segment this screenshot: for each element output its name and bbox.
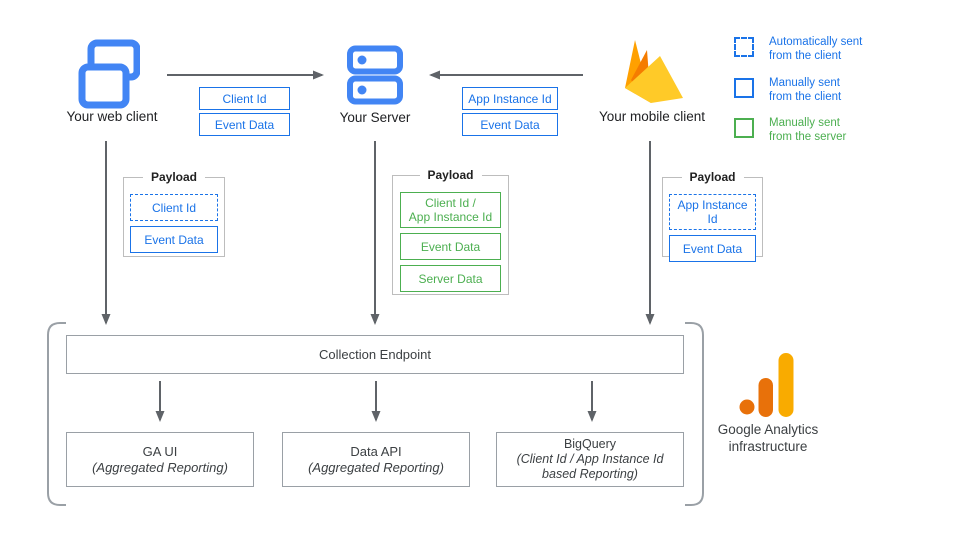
bigquery-title: BigQuery <box>563 437 617 451</box>
payload-item-client-or-app-instance-id: Client Id / App Instance Id <box>400 192 501 228</box>
web-client-label: Your web client <box>66 109 158 124</box>
payload-title: Payload <box>419 168 482 182</box>
edge-label-client-id: Client Id <box>199 87 290 110</box>
bigquery-box: BigQuery (Client Id / App Instance Id ba… <box>496 432 684 487</box>
payload-title: Payload <box>142 170 206 184</box>
firebase-mobile-icon <box>625 40 683 103</box>
payload-item-event-data: Event Data <box>669 235 756 262</box>
payload-item-event-data: Event Data <box>130 226 218 253</box>
edge-label-event-data-web: Event Data <box>199 113 290 136</box>
right-bracket <box>685 322 704 506</box>
payload-group-mobile: Payload App Instance Id Event Data <box>662 170 763 262</box>
solid-blue-swatch-icon <box>734 78 754 98</box>
bigquery-subtitle: (Client Id / App Instance Id based Repor… <box>516 452 664 481</box>
dashed-blue-swatch-icon <box>734 37 754 57</box>
legend-item-manual-client: Manually sent from the client <box>734 76 841 104</box>
collection-endpoint-box: Collection Endpoint <box>66 335 684 374</box>
collection-endpoint-label: Collection Endpoint <box>318 346 432 362</box>
payload-item-server-data: Server Data <box>400 265 501 292</box>
legend-label-manual-client: Manually sent from the client <box>769 77 842 103</box>
server-icon <box>347 45 403 105</box>
payload-group-server: Payload Client Id / App Instance Id Even… <box>392 168 509 295</box>
web-client-icon <box>78 39 140 109</box>
legend-item-auto-client: Automatically sent from the client <box>734 35 862 63</box>
legend-label-manual-server: Manually sent from the server <box>769 117 847 143</box>
payload-item-event-data: Event Data <box>400 233 501 260</box>
data-api-box: Data API (Aggregated Reporting) <box>282 432 470 487</box>
ga-infrastructure-caption: Google Analytics infrastructure <box>717 422 819 454</box>
server-label: Your Server <box>339 110 411 125</box>
ga-ui-subtitle: (Aggregated Reporting) <box>92 459 228 475</box>
payload-item-app-instance-id: App Instance Id <box>669 194 756 230</box>
data-api-subtitle: (Aggregated Reporting) <box>308 459 444 475</box>
mobile-client-label: Your mobile client <box>598 109 706 124</box>
solid-green-swatch-icon <box>734 118 754 138</box>
legend-label-auto-client: Automatically sent from the client <box>769 36 863 62</box>
edge-label-event-data-mobile: Event Data <box>462 113 558 136</box>
legend-item-manual-server: Manually sent from the server <box>734 116 846 144</box>
payload-item-client-id: Client Id <box>130 194 218 221</box>
left-bracket <box>47 322 66 506</box>
google-analytics-logo-icon <box>739 353 794 417</box>
edge-label-app-instance-id: App Instance Id <box>462 87 558 110</box>
ga-ui-box: GA UI (Aggregated Reporting) <box>66 432 254 487</box>
payload-title: Payload <box>681 170 744 184</box>
ga-ui-title: GA UI <box>142 443 178 459</box>
payload-group-web: Payload Client Id Event Data <box>123 170 225 257</box>
data-api-title: Data API <box>350 443 402 459</box>
